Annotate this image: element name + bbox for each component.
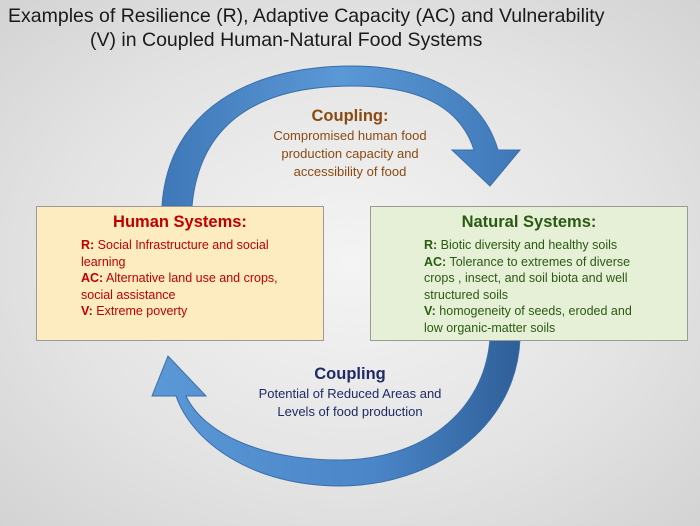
item-key: AC: [81, 271, 104, 285]
human-systems-heading: Human Systems: [113, 213, 247, 231]
coupling-bottom-line: Levels of food production [277, 404, 423, 419]
item-text: Extreme poverty [92, 304, 188, 318]
bottom-cycle-arrow [151, 338, 521, 487]
item-key: V: [424, 304, 436, 318]
item-key: AC: [424, 254, 447, 269]
natural-item-ac: AC: Tolerance to extremes of diverse cro… [424, 254, 644, 304]
title-line-1: Examples of Resilience (R), Adaptive Cap… [8, 5, 605, 27]
item-key: R: [424, 238, 438, 252]
item-text: Biotic diversity and healthy soils [437, 238, 618, 252]
item-key: R: [81, 238, 95, 252]
coupling-top-heading: Coupling: [311, 107, 389, 125]
human-item-v: V: Extreme poverty [81, 303, 281, 320]
natural-systems-heading: Natural Systems: [461, 213, 597, 231]
coupling-top-line: Compromised human food [273, 128, 427, 143]
natural-item-r: R: Biotic diversity and healthy soils [424, 237, 644, 254]
top-cycle-arrow [161, 65, 522, 207]
natural-systems-box: Natural Systems: R: Biotic diversity and… [370, 206, 688, 341]
item-text: Alternative land use and crops, social a… [81, 271, 278, 302]
human-item-ac: AC: Alternative land use and crops, soci… [81, 270, 281, 303]
human-item-r: R: Social Infrastructure and social lear… [81, 237, 281, 270]
natural-systems-list: R: Biotic diversity and healthy soils AC… [424, 237, 644, 336]
item-text: homogeneity of seeds, eroded and low org… [424, 304, 632, 335]
title-line-2: (V) in Coupled Human-Natural Food System… [90, 29, 483, 51]
coupling-bottom-label: Coupling Potential of Reduced Areas and … [225, 364, 475, 421]
diagram-title: Examples of Resilience (R), Adaptive Cap… [0, 4, 700, 52]
item-text: Social Infrastructure and social learnin… [81, 238, 269, 269]
coupling-bottom-heading: Coupling [314, 365, 386, 383]
coupling-bottom-line: Potential of Reduced Areas and [258, 386, 442, 401]
coupling-top-label: Coupling: Compromised human food product… [215, 106, 485, 181]
natural-item-v: V: homogeneity of seeds, eroded and low … [424, 303, 644, 336]
coupling-top-line: production capacity and [281, 146, 419, 161]
human-systems-box: Human Systems: R: Social Infrastructure … [36, 206, 324, 341]
human-systems-list: R: Social Infrastructure and social lear… [81, 237, 281, 320]
item-key: V: [81, 304, 93, 318]
coupling-top-line: accessibility of food [293, 164, 407, 179]
item-text: Tolerance to extremes of diverse crops ,… [424, 254, 631, 302]
